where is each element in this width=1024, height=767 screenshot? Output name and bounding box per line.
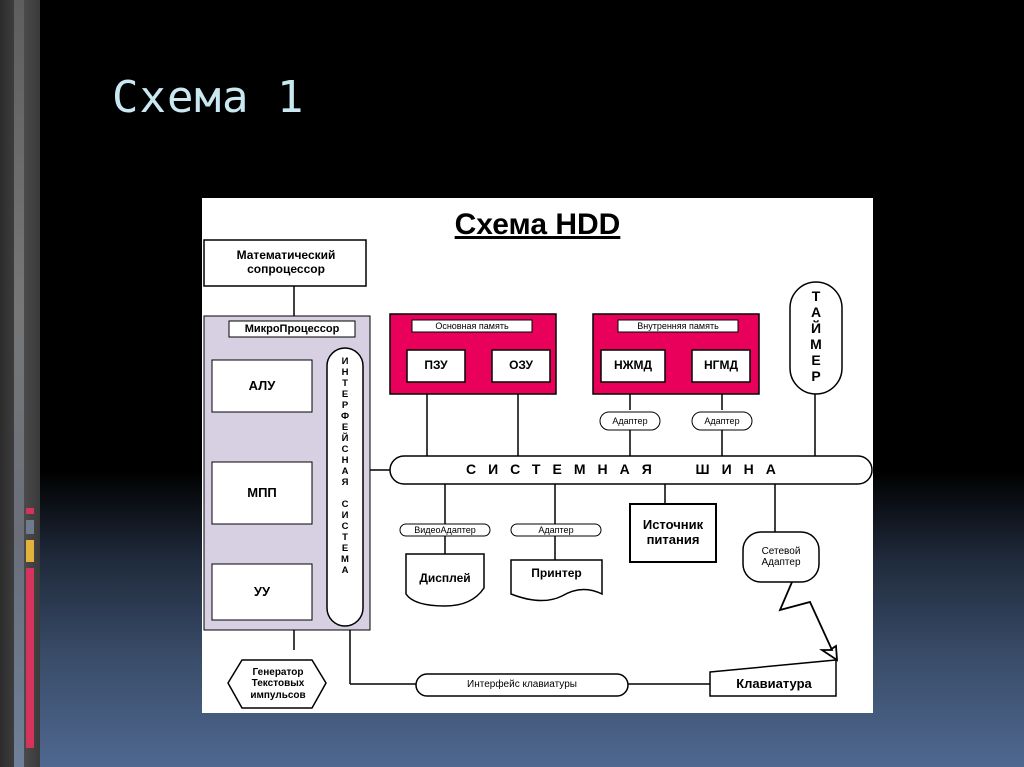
decor-marks-icon <box>26 508 34 748</box>
rom-label: ПЗУ <box>424 358 448 373</box>
fdd-adapter-label: Адаптер <box>704 415 740 426</box>
main-memory-label: Основная память <box>435 320 509 331</box>
system-bus-label: СИСТЕМНАЯ ШИНА <box>466 461 788 477</box>
printer-adapter-label: Адаптер <box>538 524 574 535</box>
video-adapter-label: ВидеоАдаптер <box>414 524 476 535</box>
keyboard-label: Клавиатура <box>736 675 812 691</box>
diagram-lines <box>203 239 873 709</box>
internal-memory-label: Внутренняя память <box>637 320 719 331</box>
left-decor-strip <box>0 0 40 767</box>
keyboard-interface-label: Интерфейс клавиатуры <box>467 679 577 691</box>
hdd-adapter-label: Адаптер <box>612 415 648 426</box>
network-adapter-label: Сетевой Адаптер <box>761 545 801 569</box>
uu-label: УУ <box>253 583 271 599</box>
mpp-label: МПП <box>247 484 277 500</box>
power-supply-label: Источник питания <box>642 517 704 547</box>
math-coprocessor-label: Математический сопроцессор <box>236 248 336 276</box>
timer-label: Т А Й М Е Р <box>810 288 822 384</box>
microprocessor-label: МикроПроцессор <box>244 322 340 335</box>
hdd-label: НЖМД <box>613 358 653 373</box>
diagram-title: Схема HDD <box>454 208 621 241</box>
fdd-label: НГМД <box>703 358 738 373</box>
alu-label: АЛУ <box>248 377 276 393</box>
pulse-generator-label: Генератор Текстовых импульсов <box>250 666 306 701</box>
printer-label: Принтер <box>531 566 582 581</box>
slide-title: Схема 1 <box>112 72 305 123</box>
hdd-diagram: Схема HDD Математический сопроцессор Мик… <box>202 198 873 713</box>
ram-label: ОЗУ <box>509 358 533 373</box>
display-label: Дисплей <box>419 571 471 586</box>
interface-system-label: И Н Т Е Р Ф Е Й С Н А Я С И С Т Е М А <box>340 356 350 576</box>
